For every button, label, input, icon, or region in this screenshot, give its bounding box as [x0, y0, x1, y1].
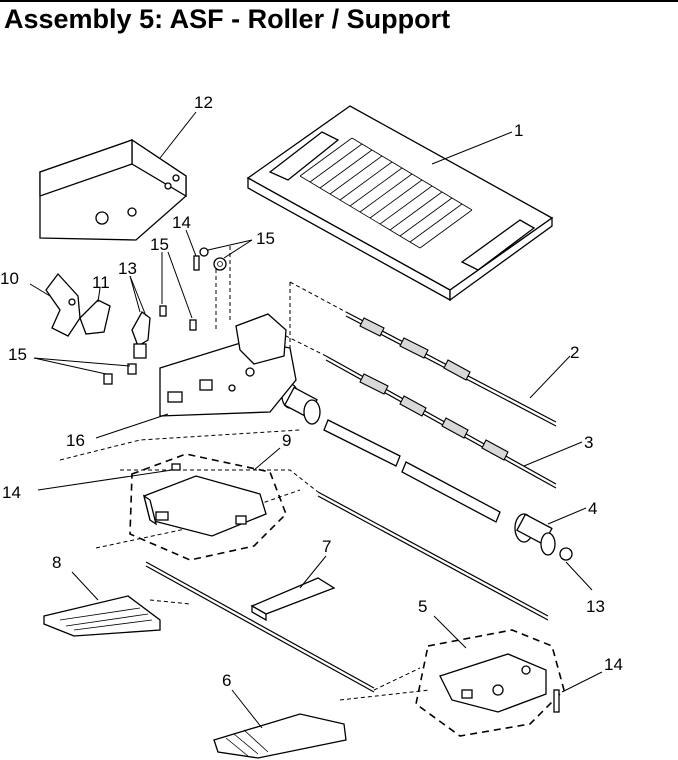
part-10-lever [45, 272, 81, 337]
callout-6: 6 [222, 671, 231, 690]
callout-13-lower: 13 [586, 597, 605, 616]
part-5-right-holder [415, 629, 565, 737]
part-11-arm [79, 299, 111, 335]
callout-14-lower: 14 [604, 655, 623, 674]
leader-14b [37, 469, 173, 491]
callout-7: 7 [322, 537, 331, 556]
callout-2: 2 [570, 343, 579, 362]
leader-9 [253, 447, 281, 471]
callout-11: 11 [92, 273, 110, 292]
callout-15-right-upper: 15 [256, 229, 275, 248]
page-title: Assembly 5: ASF - Roller / Support [4, 4, 451, 34]
part-14-spring-upper [193, 255, 200, 271]
part-15-washers [199, 247, 227, 271]
part-2-shaft [345, 311, 557, 427]
leader-13a2 [129, 275, 147, 317]
part-9-holder [129, 453, 287, 561]
part-3-shaft [325, 355, 557, 489]
part-13-gear [559, 547, 573, 561]
leader-3 [523, 441, 583, 467]
rod-part-6 [145, 561, 375, 693]
leader-15c [33, 357, 107, 375]
leader-12 [159, 111, 197, 159]
callout-9: 9 [282, 431, 291, 450]
callout-15-left-lower: 15 [8, 345, 27, 364]
leader-14c [561, 671, 603, 693]
leader-1 [431, 131, 513, 165]
part-7-guide [250, 577, 336, 622]
callout-13-upper: 13 [118, 259, 137, 278]
leader-13b [565, 561, 593, 591]
callout-16: 16 [66, 431, 85, 450]
leader-6 [231, 689, 263, 729]
callout-14-middle: 14 [2, 483, 21, 502]
callout-14-upper: 14 [172, 213, 191, 232]
callout-10: 10 [0, 269, 19, 288]
leader-15a [207, 239, 253, 251]
callout-12: 12 [194, 93, 213, 112]
part-14-spring-lower [553, 689, 560, 713]
callout-1: 1 [514, 121, 523, 140]
leader-5 [433, 615, 467, 649]
leader-16 [95, 413, 169, 439]
callout-3: 3 [584, 433, 593, 452]
leader-13a [129, 275, 141, 313]
leader-10 [29, 283, 51, 297]
leader-14a [185, 229, 197, 257]
leader-15a2 [223, 239, 253, 259]
part-1-tray [246, 105, 554, 302]
leader-15c2 [33, 357, 131, 367]
leader-11 [97, 287, 101, 303]
leader-4 [547, 507, 587, 525]
part-14-clip-middle [171, 463, 181, 471]
part-13-bracket [131, 311, 151, 359]
part-8-paper-guide [43, 595, 161, 637]
callout-5: 5 [418, 597, 427, 616]
part-16-frame [159, 313, 297, 417]
leader-15b2 [167, 251, 193, 319]
leader-2 [529, 355, 571, 399]
callout-8: 8 [52, 553, 61, 572]
part-12-side-cover [39, 138, 187, 241]
callout-labels: 1 2 3 4 5 6 7 8 9 10 11 12 13 13 14 14 1… [0, 93, 623, 690]
part-15-screws-lower [103, 363, 137, 385]
callout-4: 4 [588, 499, 597, 518]
part-15-screws-upper [159, 305, 197, 331]
shaft-to-part-5 [317, 491, 549, 621]
callout-15-left-upper: 15 [150, 235, 169, 254]
part-6-lower-guide [213, 713, 347, 759]
leader-8 [71, 571, 99, 601]
title-rule [0, 0, 678, 2]
leader-7 [299, 555, 327, 589]
